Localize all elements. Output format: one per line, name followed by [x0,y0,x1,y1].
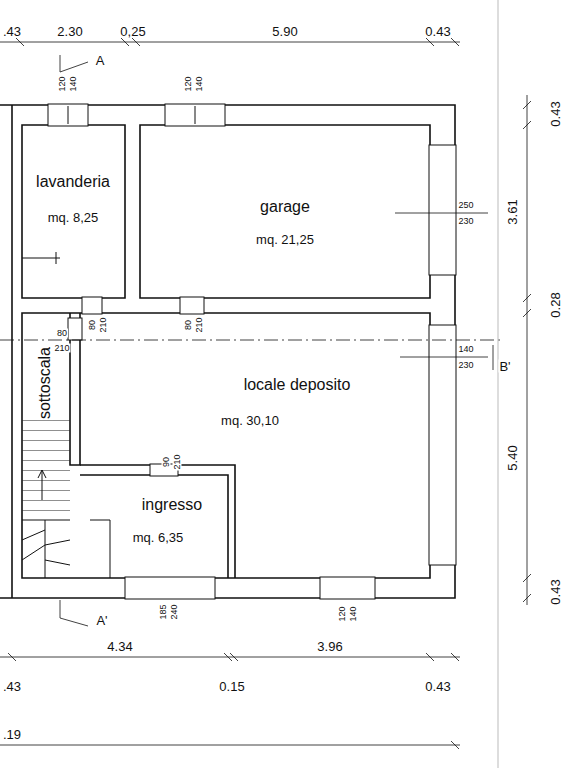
room-name: sottoscala [37,346,53,420]
dimension-label: 0.43 [424,25,451,38]
dimension-label: 4.34 [106,640,133,653]
opening-dimension: 80 [56,329,68,338]
opening-dimension: 120 [184,75,193,92]
room-name: garage [259,199,311,215]
dimension-label: .43 [2,25,22,38]
room-area: mq. 6,35 [132,531,185,544]
dimension-label: 2.30 [56,25,83,38]
opening-dimension: 210 [195,316,204,333]
dimension-label: 3.61 [506,198,519,225]
room: lavanderia mq. 8,25 [22,125,125,298]
dimension-label: B' [498,360,511,373]
opening-dimension: 210 [173,453,182,470]
dimension-label: 0.15 [218,680,245,693]
opening-dimension: 185 [159,603,168,620]
dimension-label: .19 [2,728,22,741]
room: garage mq. 21,25 [140,125,430,298]
room-area: mq. 8,25 [47,211,100,224]
opening-dimension: 90 [162,456,171,468]
opening-dimension: 210 [99,316,108,333]
opening-dimension: 120 [58,75,67,92]
opening-dimension: 230 [457,217,474,226]
room-area: mq. 21,25 [255,233,315,246]
opening-dimension: 140 [195,75,204,92]
dimension-label: 0,25 [119,25,146,38]
dimension-label: 5.40 [506,444,519,471]
dimension-label: 3.96 [316,640,343,653]
room-name: locale deposito [243,377,352,393]
room-name: lavanderia [35,174,111,190]
opening-dimension: 240 [170,603,179,620]
dimension-label: 5.90 [271,25,298,38]
opening-dimension: 230 [457,361,474,370]
opening-dimension: 210 [53,344,70,353]
opening-dimension: 140 [457,345,474,354]
opening-dimension: 140 [349,605,358,622]
dimension-label: A' [95,614,108,627]
opening-dimension: 140 [69,75,78,92]
dimension-label: 0.43 [424,680,451,693]
dimension-label: 0.28 [549,291,562,318]
opening-dimension: 250 [457,201,474,210]
room-area: mq. 30,10 [220,414,280,427]
opening-dimension: 120 [338,605,347,622]
opening-dimension: 80 [184,319,193,331]
room: locale deposito mq. 30,10 [80,313,430,465]
dimension-label: .43 [2,680,22,693]
dimension-label: 0.43 [549,100,562,127]
room: ingresso mq. 6,35 [80,475,228,578]
room-name: ingresso [141,497,203,513]
dimension-label: A [95,54,106,67]
opening-dimension: 80 [88,319,97,331]
dimension-label: 0.43 [549,578,562,605]
